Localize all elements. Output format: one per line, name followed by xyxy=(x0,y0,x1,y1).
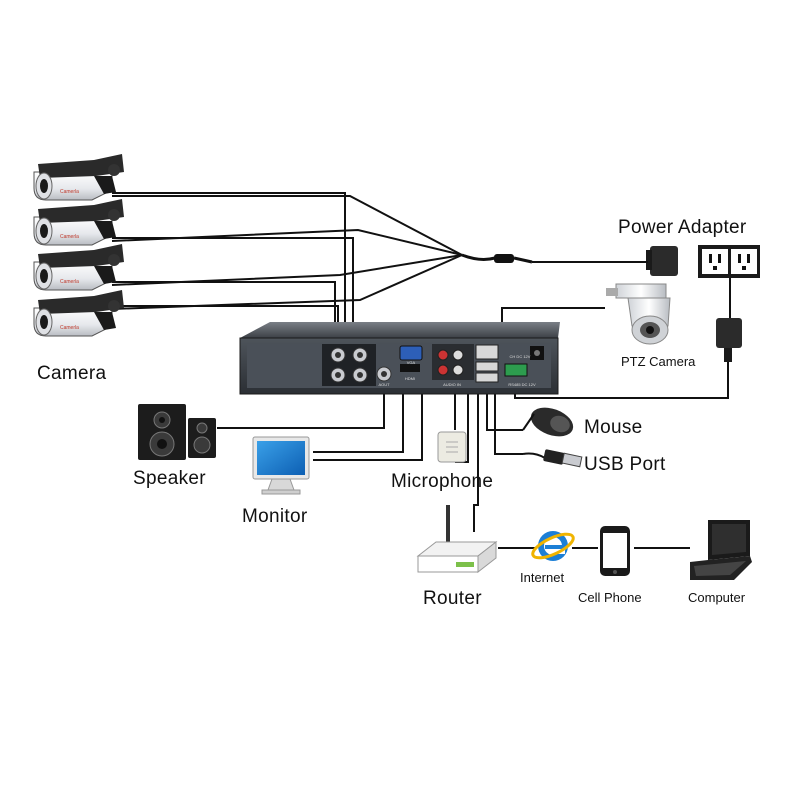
power-outlet-icon xyxy=(698,245,760,278)
mouse-wire xyxy=(486,385,523,431)
usb-wire xyxy=(494,385,523,455)
router-label: Router xyxy=(423,588,482,609)
monitor-icon xyxy=(252,436,310,495)
camera-4-brand-tag: Camerla xyxy=(60,325,79,331)
power-splitter-cable xyxy=(461,253,533,264)
camera-3: Camerla xyxy=(33,244,124,291)
microphone-label: Microphone xyxy=(391,471,494,492)
camera-1-video-wire xyxy=(112,192,346,348)
hdmi-port-label: HDMI xyxy=(405,376,415,381)
camera-2-power-wire xyxy=(111,228,463,256)
camera-2: Camerla xyxy=(33,199,124,246)
speaker-wire xyxy=(217,382,385,429)
power-adapter-icon xyxy=(640,246,678,276)
small-power-adapter-icon xyxy=(716,318,742,372)
cell-phone-label: Cell Phone xyxy=(578,590,642,605)
router-lan-wire-2 xyxy=(473,390,479,532)
bullet-cameras: Camerla Camerla Camerla Camerla xyxy=(33,154,124,337)
wires xyxy=(111,192,731,549)
camera-1-brand-tag: Camerla xyxy=(60,189,79,195)
camera-1: Camerla xyxy=(33,154,124,201)
monitor-hdmi-wire xyxy=(313,372,423,461)
mouse-icon xyxy=(522,407,574,437)
internet-label: Internet xyxy=(520,570,565,585)
microphone-icon xyxy=(437,431,467,463)
dvr-recorder: VGA HDMI AOUT AUDIO IN RS485 DC 12V CH D… xyxy=(239,322,560,395)
cell-phone-icon xyxy=(600,526,630,576)
camera-2-brand-tag: Camerla xyxy=(60,234,79,240)
router-icon xyxy=(416,505,498,574)
camera-4-power-wire xyxy=(111,254,463,310)
monitor-vga-wire xyxy=(313,380,404,453)
ptz-camera-icon xyxy=(606,283,671,345)
dc-label: CH DC 12V xyxy=(510,354,531,359)
vga-port-label: VGA xyxy=(407,360,416,365)
camera-3-brand-tag: Camerla xyxy=(60,279,79,285)
laptop-computer-icon xyxy=(690,520,752,580)
monitor-label: Monitor xyxy=(242,506,308,527)
computer-label: Computer xyxy=(688,590,746,605)
power-adapter-label: Power Adapter xyxy=(618,217,747,238)
rs485-label: RS485 DC 12V xyxy=(508,382,536,387)
ptz-camera-label: PTZ Camera xyxy=(621,354,696,369)
speaker-icon xyxy=(138,404,216,460)
aout-port-label: AOUT xyxy=(378,382,390,387)
audio-in-label: AUDIO IN xyxy=(443,382,461,387)
camera-1-power-wire xyxy=(112,195,463,256)
mouse-label: Mouse xyxy=(584,417,643,438)
usb-plug-icon xyxy=(522,449,583,468)
camera-3-power-wire xyxy=(111,254,463,286)
camera-label: Camera xyxy=(37,363,107,384)
internet-explorer-icon xyxy=(531,531,575,561)
camera-4: Camerla xyxy=(33,290,124,337)
speaker-label: Speaker xyxy=(133,468,206,489)
usb-port-label: USB Port xyxy=(584,454,666,475)
